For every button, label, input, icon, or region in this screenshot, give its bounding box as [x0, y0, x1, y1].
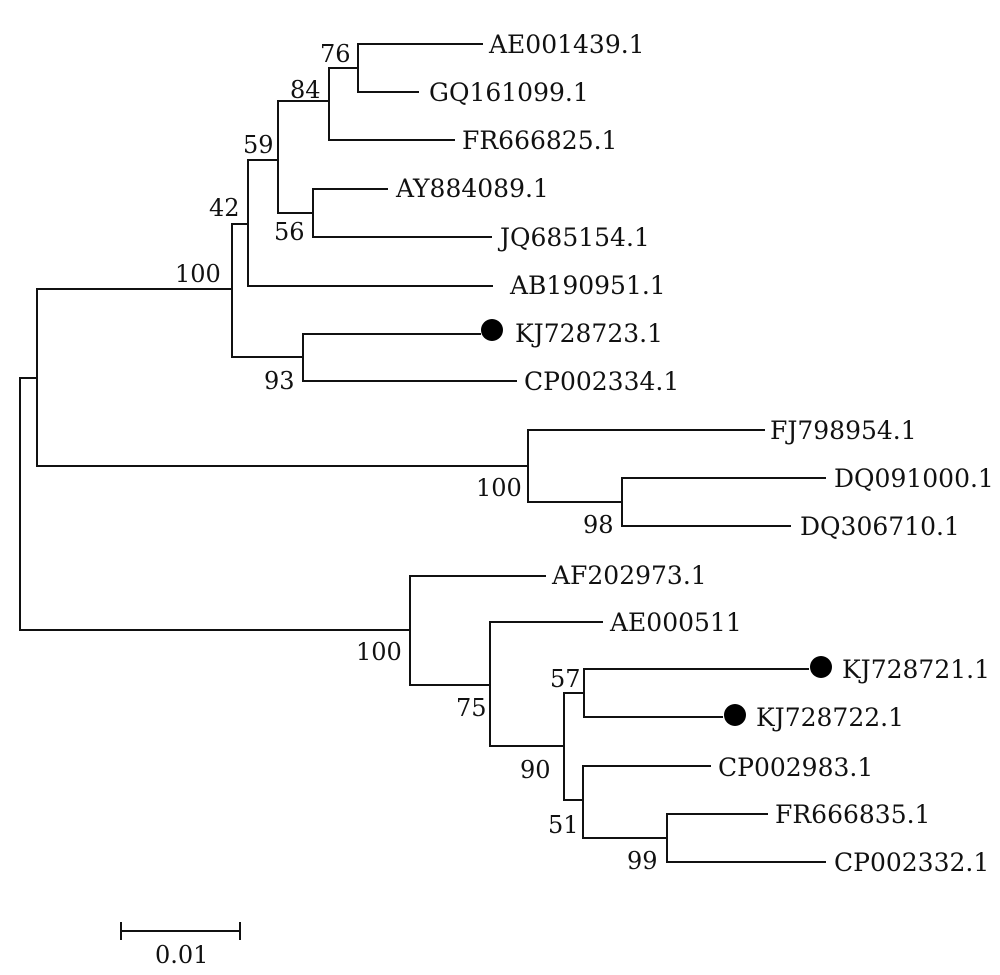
leaf-label-cp002332: CP002332.1 [834, 848, 989, 877]
leaf-labels: AE001439.1 GQ161099.1 FR666825.1 AY88408… [395, 30, 994, 877]
leaf-label-gq161099: GQ161099.1 [429, 78, 589, 107]
leaf-label-af202973: AF202973.1 [551, 561, 707, 590]
leaf-label-dq091000: DQ091000.1 [834, 464, 994, 493]
leaf-label-fj798954: FJ798954.1 [770, 416, 917, 445]
marker-kj728722 [724, 704, 746, 726]
leaf-label-ae000511: AE000511 [609, 608, 742, 637]
sample-markers [481, 319, 832, 726]
marker-kj728721 [810, 656, 832, 678]
support-value: 75 [456, 694, 487, 722]
support-value: 100 [175, 260, 221, 288]
leaf-label-cp002983: CP002983.1 [718, 753, 873, 782]
support-value: 98 [583, 511, 614, 539]
leaf-label-fr666825: FR666825.1 [462, 126, 617, 155]
support-value: 99 [627, 847, 658, 875]
leaf-label-kj728721: KJ728721.1 [842, 655, 990, 684]
support-value: 100 [476, 474, 522, 502]
support-value: 93 [264, 367, 295, 395]
support-value: 76 [320, 40, 351, 68]
leaf-label-ae001439: AE001439.1 [488, 30, 645, 59]
support-value: 51 [548, 811, 579, 839]
support-value: 59 [243, 131, 274, 159]
leaf-label-kj728723: KJ728723.1 [515, 319, 663, 348]
leaf-label-dq306710: DQ306710.1 [800, 512, 960, 541]
leaf-label-ab190951: AB190951.1 [509, 271, 666, 300]
bootstrap-support-labels: 76 84 56 59 42 93 100 98 100 57 99 51 90… [175, 40, 658, 875]
leaf-label-cp002334: CP002334.1 [524, 367, 679, 396]
support-value: 84 [290, 76, 321, 104]
leaf-label-fr666835: FR666835.1 [775, 800, 930, 829]
leaf-label-ay884089: AY884089.1 [395, 174, 549, 203]
support-value: 57 [550, 665, 581, 693]
leaf-label-kj728722: KJ728722.1 [756, 703, 904, 732]
support-value: 56 [274, 218, 305, 246]
support-value: 42 [209, 194, 240, 222]
leaf-label-jq685154: JQ685154.1 [497, 223, 650, 252]
support-value: 90 [520, 756, 551, 784]
support-value: 100 [356, 638, 402, 666]
marker-kj728723 [481, 319, 503, 341]
tree-branches [19, 43, 826, 940]
scale-bar-label: 0.01 [155, 941, 208, 969]
